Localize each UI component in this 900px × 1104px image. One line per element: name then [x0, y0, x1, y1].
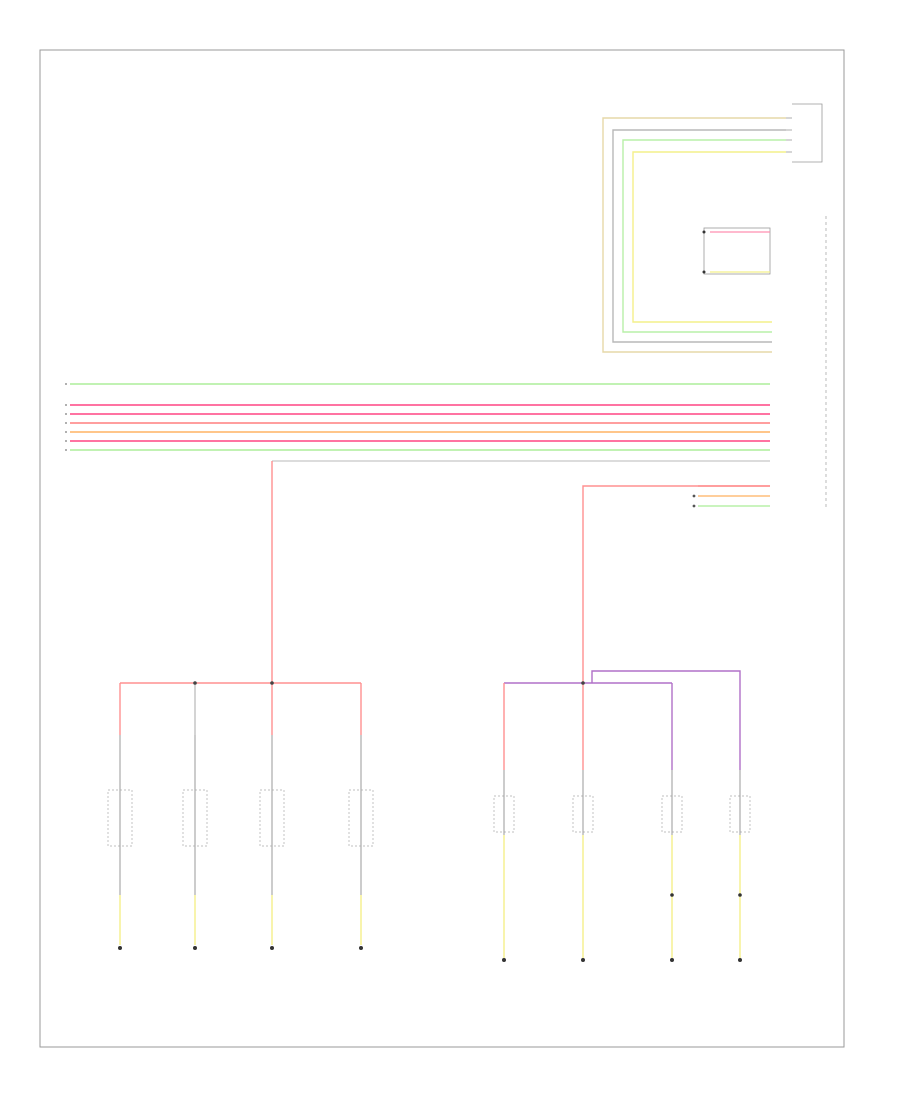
loop-wire-yellow [632, 151, 786, 323]
left-branch-splice-main [270, 681, 274, 685]
right-lamp-1 [493, 770, 515, 962]
right-feed-drop [582, 485, 770, 682]
left-lamp-3 [259, 735, 285, 950]
left-branch-bus [119, 682, 362, 735]
top-right-connector [786, 103, 823, 163]
loop-wire-green [622, 139, 786, 333]
right-branch-bus [503, 670, 741, 770]
left-branch-splice [193, 681, 197, 685]
right-lamp-columns [493, 770, 751, 962]
left-lamp-columns [107, 735, 374, 950]
top-loop-wires [602, 117, 786, 353]
bus-wires [70, 383, 770, 462]
left-lamp-2 [182, 735, 208, 950]
module-pin-wires [692, 485, 770, 508]
mid-component [702, 227, 771, 275]
right-branch-splice [581, 681, 585, 685]
bus-pin-dots [65, 383, 67, 451]
left-lamp-1 [107, 735, 133, 950]
right-lamp-3 [661, 770, 683, 962]
left-lamp-4 [348, 735, 374, 950]
loop-wire-tan [602, 117, 786, 353]
right-lamp-4 [729, 770, 751, 962]
loop-wire-gray [612, 129, 786, 343]
right-lamp-2 [572, 770, 594, 962]
feed-drops [271, 461, 770, 682]
diagram-frame [39, 49, 845, 1048]
